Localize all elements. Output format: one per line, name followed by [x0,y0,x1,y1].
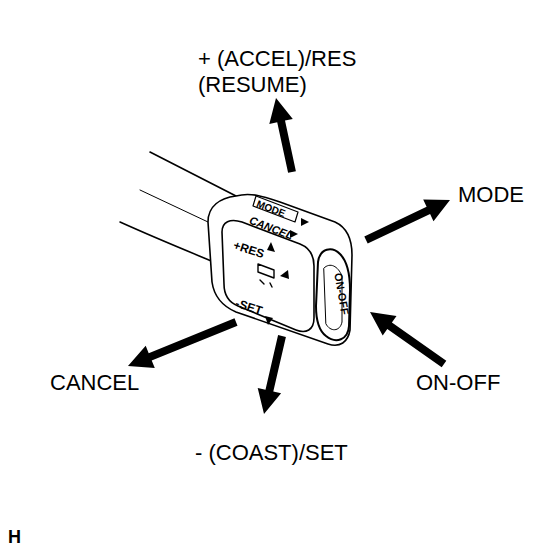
direction-label: + (ACCEL)/RES (RESUME) [198,46,368,99]
cruise-icon [258,264,274,287]
direction-arrow [370,312,446,367]
stalk-edge [140,190,208,222]
direction-arrow [269,98,296,173]
direction-arrow [258,335,286,414]
direction-arrow [128,318,238,368]
stalk-edge [120,222,214,262]
direction-label: - (COAST)/SET [195,440,348,466]
stalk-edge [150,152,236,196]
triangle-mark [301,218,309,226]
arrow-group [128,98,450,414]
triangle-mark [267,242,275,252]
direction-arrow [364,200,450,244]
figure-letter: H [8,527,21,549]
triangle-mark [280,270,289,279]
direction-label: ON-OFF [416,370,500,396]
direction-label: CANCEL [50,370,139,396]
triangle-mark [265,316,273,325]
switch-face [222,220,314,331]
direction-label: MODE [458,182,524,208]
